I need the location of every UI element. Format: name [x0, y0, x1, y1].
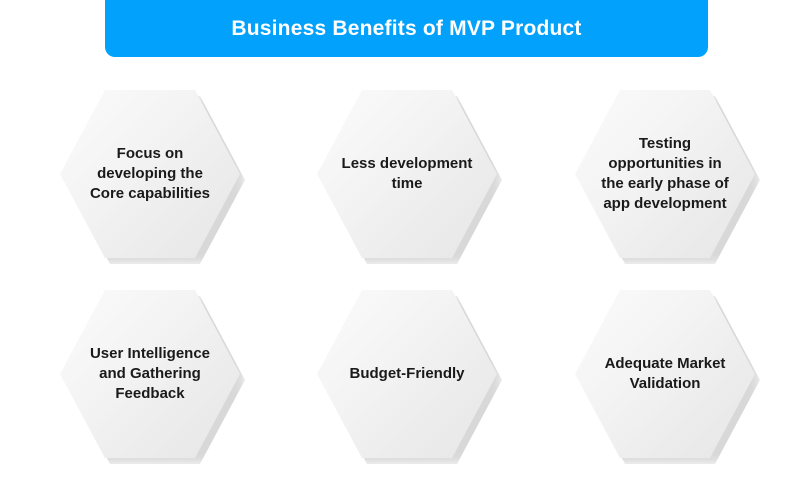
hexagon-shape: Less development time — [317, 90, 497, 258]
hexagon-shape: Budget-Friendly — [317, 290, 497, 458]
benefit-hexagon-adequate-market-validation[interactable]: Adequate Market Validation — [575, 290, 760, 464]
page-title: Business Benefits of MVP Product — [231, 16, 582, 40]
benefit-label: User Intelligence and Gathering Feedback — [89, 345, 211, 402]
benefit-hexagon-less-development-time[interactable]: Less development time — [317, 90, 502, 264]
hexagon-shape: Testing opportunities in the early phase… — [575, 90, 755, 258]
benefit-hexagon-focus-core-capabilities[interactable]: Focus on developing the Core capabilitie… — [60, 90, 245, 264]
benefit-label: Less development time — [341, 155, 473, 192]
hexagon-shape: Focus on developing the Core capabilitie… — [60, 90, 240, 258]
benefit-label: Adequate Market Validation — [604, 355, 726, 392]
benefit-hexagon-testing-opportunities[interactable]: Testing opportunities in the early phase… — [575, 90, 760, 264]
benefit-label: Budget-Friendly — [349, 365, 465, 383]
benefit-label: Testing opportunities in the early phase… — [601, 135, 729, 212]
benefit-hexagon-budget-friendly[interactable]: Budget-Friendly — [317, 290, 502, 464]
benefit-hexagon-user-intelligence-feedback[interactable]: User Intelligence and Gathering Feedback — [60, 290, 245, 464]
benefit-label: Focus on developing the Core capabilitie… — [89, 145, 211, 202]
hexagon-shape: User Intelligence and Gathering Feedback — [60, 290, 240, 458]
header-banner: Business Benefits of MVP Product — [105, 0, 708, 57]
hexagon-shape: Adequate Market Validation — [575, 290, 755, 458]
